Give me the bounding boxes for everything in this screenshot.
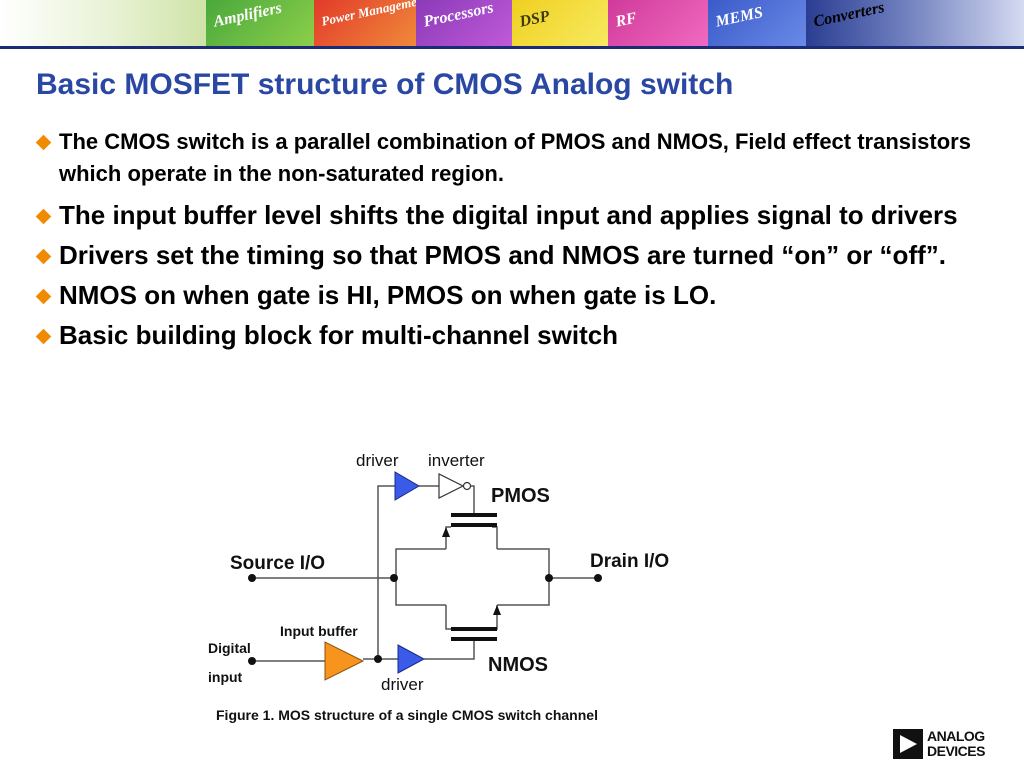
- bullet-item: The CMOS switch is a parallel combinatio…: [35, 126, 996, 190]
- nmos-source-leg: [445, 605, 451, 630]
- banner-divider: [0, 46, 1024, 49]
- drain-junction-icon: [545, 574, 553, 582]
- bottom-driver-icon: [397, 644, 426, 674]
- banner-tile-amplifiers: Amplifiers: [206, 0, 314, 46]
- source-junction-icon: [390, 574, 398, 582]
- pmos-label: PMOS: [491, 485, 550, 507]
- bullet-list: The CMOS switch is a parallel combinatio…: [35, 126, 996, 358]
- pmos-gate-wire: [471, 485, 475, 516]
- nmos-transistor: [451, 627, 497, 641]
- nmos-gate-wire: [424, 640, 475, 660]
- banner-tile-dsp: DSP: [512, 0, 608, 46]
- inverter-bubble-icon: [462, 481, 472, 491]
- header-banner: Amplifiers Power Management Processors D…: [0, 0, 1024, 46]
- analog-devices-logo-text: ANALOG DEVICES: [927, 728, 985, 759]
- inverter-label: inverter: [428, 451, 485, 470]
- pmos-transistor: [451, 513, 497, 527]
- bullet-item: Basic building block for multi-channel s…: [35, 318, 996, 352]
- right-bracket-wire: [497, 548, 550, 606]
- control-wire: [377, 485, 395, 659]
- top-driver-icon: [394, 471, 420, 501]
- driver-top-label: driver: [356, 451, 399, 470]
- banner-tile-processors: Processors: [416, 0, 512, 46]
- analog-devices-logo: ANALOG DEVICES: [893, 728, 1003, 760]
- input-buffer-icon: [324, 641, 365, 681]
- driver-bottom-label: driver: [381, 675, 424, 694]
- source-terminal-icon: [248, 574, 256, 582]
- banner-tile-power-management: Power Management: [314, 0, 416, 46]
- input-buffer-label: Input buffer: [280, 623, 358, 639]
- bullet-item: Drivers set the timing so that PMOS and …: [35, 238, 996, 272]
- circuit-nodes: [248, 574, 602, 665]
- pmos-drain-leg: [492, 526, 498, 549]
- figure-caption: Figure 1. MOS structure of a single CMOS…: [216, 707, 598, 723]
- nmos-label: NMOS: [488, 654, 548, 676]
- pmos-channel: [451, 523, 497, 527]
- inverter-icon: [438, 473, 465, 499]
- pmos-arrow-icon: [442, 527, 450, 537]
- nmos-gate-plate: [451, 637, 497, 641]
- banner-tile-mems: MEMS: [708, 0, 806, 46]
- nmos-channel: [451, 627, 497, 631]
- drain-terminal-icon: [594, 574, 602, 582]
- digital-label: Digital: [208, 640, 251, 656]
- input-label: input: [208, 669, 243, 685]
- drain-io-label: Drain I/O: [590, 551, 669, 572]
- slide-title: Basic MOSFET structure of CMOS Analog sw…: [36, 68, 734, 101]
- banner-tile-rf: RF: [608, 0, 708, 46]
- source-io-label: Source I/O: [230, 553, 325, 574]
- control-junction-icon: [374, 655, 382, 663]
- mosfet-arrows: [442, 527, 501, 615]
- bullet-item: The input buffer level shifts the digita…: [35, 198, 996, 232]
- analog-devices-logo-mark-icon: [893, 729, 923, 759]
- banner-fade-left: [0, 0, 206, 46]
- left-bracket-wire: [395, 548, 446, 606]
- nmos-arrow-icon: [493, 605, 501, 615]
- bullet-item: NMOS on when gate is HI, PMOS on when ga…: [35, 278, 996, 312]
- banner-tile-converters: Converters: [806, 0, 1024, 46]
- digital-input-terminal-icon: [248, 657, 256, 665]
- pmos-gate-plate: [451, 513, 497, 517]
